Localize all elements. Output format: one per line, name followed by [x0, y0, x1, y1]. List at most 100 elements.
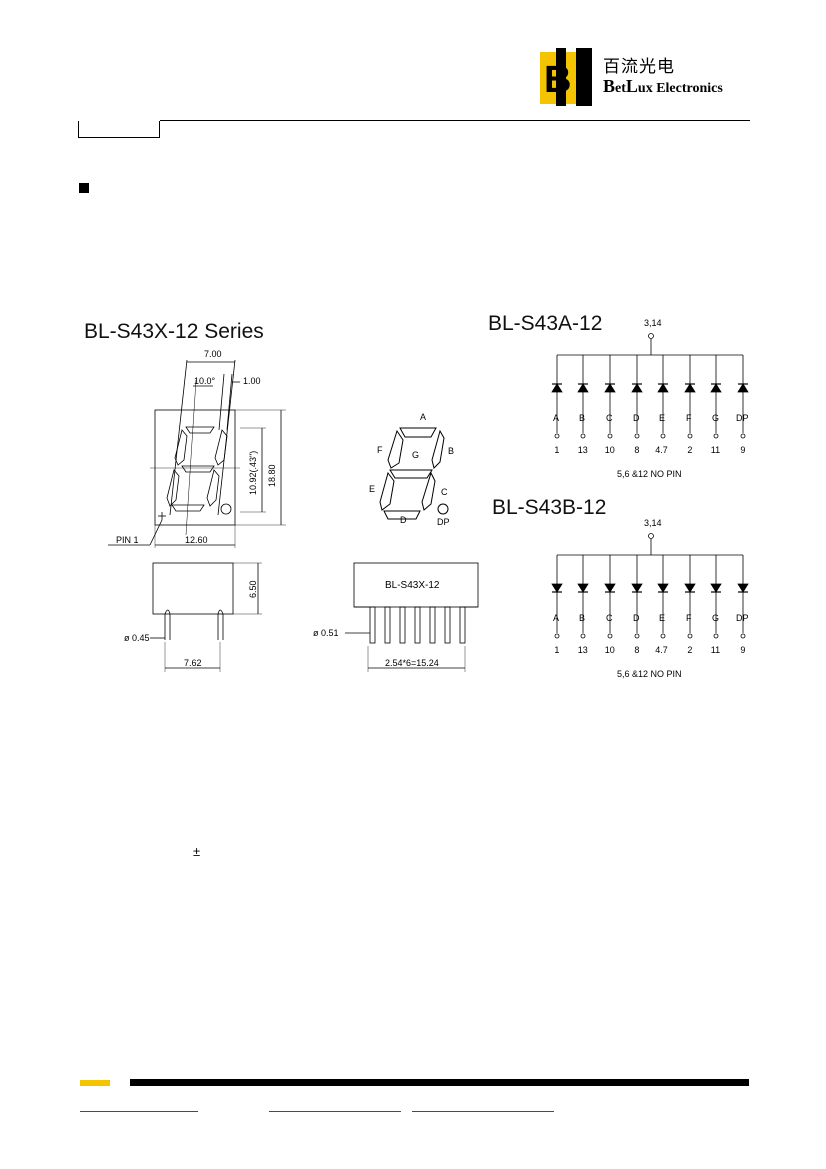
- pin-terminal: [554, 433, 560, 439]
- header-rule: [160, 120, 750, 121]
- segment-label: E: [659, 413, 665, 423]
- common-terminal: [648, 333, 654, 339]
- pin-number: 9: [740, 445, 745, 455]
- svg-text:B: B: [544, 59, 571, 101]
- square-bullet-icon: [79, 183, 89, 193]
- pin-terminal: [713, 633, 719, 639]
- pin-number: 4.7: [655, 645, 668, 655]
- company-name-english: BetLux Electronics: [603, 76, 723, 97]
- pin-terminal: [580, 633, 586, 639]
- pin-number: 2: [687, 645, 692, 655]
- dim-body-width: 12.60: [185, 535, 208, 545]
- diode-icon: [551, 583, 563, 593]
- diode-icon: [657, 583, 669, 593]
- diode-icon: [710, 583, 722, 593]
- diode-icon: [631, 383, 643, 393]
- diode-icon: [577, 383, 589, 393]
- dim-digit-height: 10.92(.43"): [248, 451, 258, 495]
- dim-body-height: 18.80: [267, 464, 277, 487]
- diode-icon: [604, 583, 616, 593]
- pin-number: 13: [578, 645, 588, 655]
- dim-pin-diameter-side: ø 0.45: [124, 633, 150, 643]
- pin-terminal: [660, 433, 666, 439]
- circuit-a-title: BL-S43A-12: [488, 312, 603, 335]
- segment-label: C: [606, 613, 613, 623]
- dim-top-width: 7.00: [204, 349, 222, 359]
- header-tab-box: [78, 121, 160, 138]
- footer-link-3[interactable]: [412, 1111, 554, 1112]
- pin-terminal: [607, 433, 613, 439]
- diode-icon: [604, 383, 616, 393]
- common-terminal: [648, 533, 654, 539]
- pin-terminal: [740, 633, 746, 639]
- pin-number: 13: [578, 445, 588, 455]
- dim-segment-width: 1.00: [243, 376, 261, 386]
- dim-side-height: 6.50: [248, 580, 258, 598]
- footer-link-2[interactable]: [269, 1111, 401, 1112]
- circuit-b-title: BL-S43B-12: [492, 496, 607, 519]
- dim-pin-diameter-front: ø 0.51: [313, 628, 339, 638]
- betlux-logo: B: [540, 48, 592, 106]
- segment-label-d: D: [400, 515, 407, 525]
- pin-terminal: [687, 633, 693, 639]
- diode-icon: [684, 583, 696, 593]
- segment-label: C: [606, 413, 613, 423]
- side-view-body: [152, 562, 234, 615]
- pin-terminal: [687, 433, 693, 439]
- common-pin-label: 3,14: [644, 518, 662, 528]
- common-pin-label: 3,14: [644, 318, 662, 328]
- diode-icon: [737, 583, 749, 593]
- series-title: BL-S43X-12 Series: [84, 320, 264, 343]
- diode-icon: [684, 383, 696, 393]
- dim-pin-row-pitch: 7.62: [184, 658, 202, 668]
- segment-label-c: C: [441, 487, 448, 497]
- segment-label-g: G: [412, 450, 419, 460]
- pin-number: 10: [605, 645, 615, 655]
- pin-number: 11: [711, 445, 720, 455]
- segment-map-digit: [379, 427, 449, 520]
- pin-terminal: [740, 433, 746, 439]
- segment-label: B: [579, 413, 585, 423]
- package-dimension-drawing: 7.00 10.0° 1.00 10.92(.43") 18.80 PIN 1 …: [108, 349, 479, 672]
- diode-icon: [577, 583, 589, 593]
- segment-label-b: B: [448, 446, 454, 456]
- logo-letter-l: L: [625, 76, 638, 96]
- company-name-chinese: 百流光电: [603, 57, 675, 77]
- segment-label: A: [553, 613, 559, 623]
- dim-slant-angle: 10.0°: [194, 376, 216, 386]
- pin-number: 8: [634, 445, 639, 455]
- pin-terminal: [554, 633, 560, 639]
- footer-link-1[interactable]: [80, 1111, 198, 1112]
- pin-terminal: [580, 433, 586, 439]
- pin-number: 4.7: [655, 445, 668, 455]
- diode-icon: [737, 383, 749, 393]
- segment-label: F: [686, 613, 692, 623]
- diode-icon: [551, 383, 563, 393]
- segment-label: A: [553, 413, 559, 423]
- footer-accent-bar: [80, 1080, 110, 1086]
- pin-number: 8: [634, 645, 639, 655]
- pin-terminal: [634, 433, 640, 439]
- pin-terminal: [607, 633, 613, 639]
- logo-letter-b: B: [603, 76, 616, 96]
- logo-letters-rest: ux Electronics: [637, 81, 723, 96]
- segment-label: G: [712, 413, 719, 423]
- segment-label-a: A: [420, 412, 426, 422]
- pin-terminal: [634, 633, 640, 639]
- pin1-label: PIN 1: [116, 535, 139, 545]
- segment-label: DP: [736, 613, 749, 623]
- diode-icon: [631, 583, 643, 593]
- pin-number: 1: [554, 645, 559, 655]
- segment-label-e: E: [369, 484, 375, 494]
- front-view-pins: [369, 606, 466, 644]
- pin-number: 1: [554, 445, 559, 455]
- part-marking: BL-S43X-12: [385, 580, 440, 591]
- diode-icon: [657, 383, 669, 393]
- segment-label: D: [633, 413, 640, 423]
- pin-number: 11: [711, 645, 720, 655]
- pin-number: 2: [687, 445, 692, 455]
- no-pin-note: 5,6 &12 NO PIN: [617, 469, 682, 479]
- pin-number: 9: [740, 645, 745, 655]
